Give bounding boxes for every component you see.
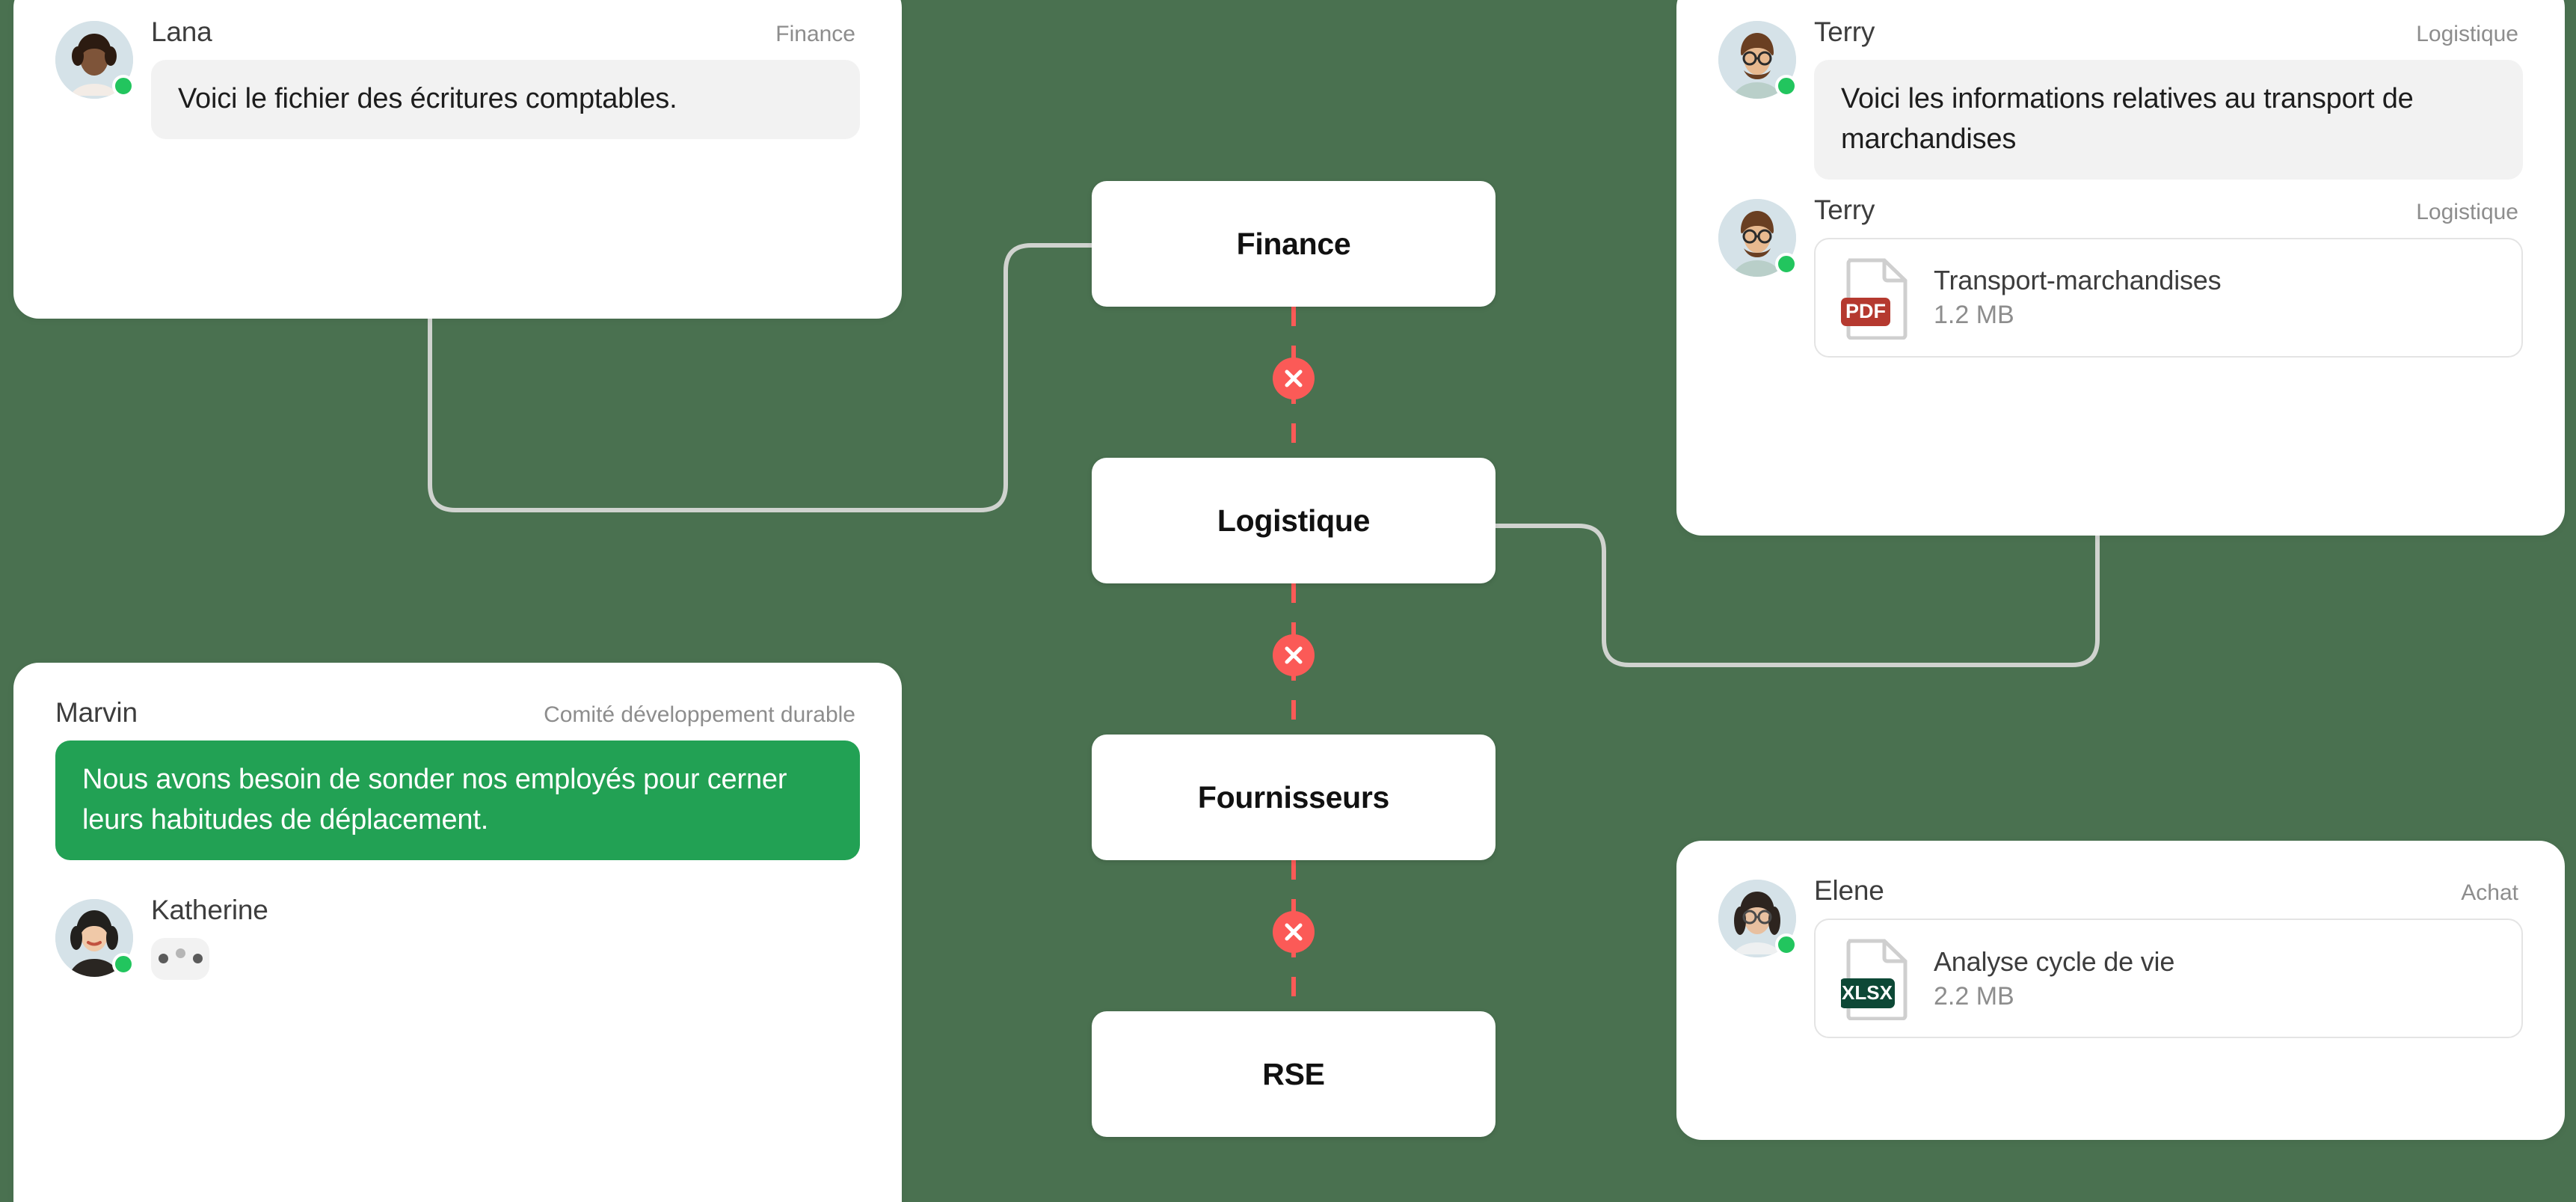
close-icon	[1285, 923, 1303, 941]
avatar-image-terry	[1718, 198, 1796, 277]
avatar[interactable]	[1718, 880, 1798, 957]
pdf-badge-label: PDF	[1845, 300, 1886, 322]
status-online-indicator	[112, 952, 135, 975]
link-error-badge[interactable]	[1273, 911, 1315, 953]
message-row: Terry Logistique PDF Transport-marchandi…	[1718, 194, 2523, 358]
close-icon	[1285, 646, 1303, 664]
message-header: Terry Logistique	[1814, 194, 2523, 226]
sender-name: Katherine	[151, 894, 268, 925]
sender-name: Elene	[1814, 875, 1884, 906]
file-attachment[interactable]: XLSX Analyse cycle de vie 2.2 MB	[1814, 919, 2523, 1038]
message-body: Marvin Comité développement durable Nous…	[55, 697, 860, 860]
message-row: Katherine	[55, 895, 860, 980]
message-header: Terry Logistique	[1814, 16, 2523, 48]
chat-card-terry[interactable]: Terry Logistique Voici les informations …	[1676, 0, 2565, 536]
status-online-indicator	[112, 75, 135, 97]
chat-card-marvin[interactable]: Marvin Comité développement durable Nous…	[13, 663, 902, 1202]
status-online-indicator	[1775, 75, 1798, 97]
avatar[interactable]	[1718, 21, 1798, 99]
status-online-indicator	[1775, 933, 1798, 956]
message-header: Lana Finance	[151, 16, 860, 48]
message-header: Katherine	[151, 895, 860, 926]
message-body: Terry Logistique PDF Transport-marchandi…	[1814, 194, 2523, 358]
message-body: Katherine	[151, 895, 860, 980]
file-name: Transport-marchandises	[1934, 265, 2222, 296]
sender-name: Terry	[1814, 16, 1875, 47]
connector-logistique-to-terry	[1496, 524, 2100, 667]
file-size: 1.2 MB	[1934, 301, 2014, 330]
chat-card-lana[interactable]: Lana Finance Voici le fichier des écritu…	[13, 0, 902, 319]
typing-dot	[192, 954, 203, 964]
sender-department: Logistique	[2416, 22, 2518, 46]
message-bubble[interactable]: Voici les informations relatives au tran…	[1814, 60, 2523, 180]
sender-name: Marvin	[55, 697, 138, 728]
sender-name: Terry	[1814, 194, 1875, 225]
avatar[interactable]	[55, 21, 135, 99]
sender-department: Comité développement durable	[544, 702, 855, 727]
flow-node-fournisseurs[interactable]: Fournisseurs	[1092, 735, 1496, 860]
flow-node-logistique[interactable]: Logistique	[1092, 458, 1496, 583]
avatar[interactable]	[55, 898, 135, 977]
typing-dot	[175, 948, 185, 959]
close-icon	[1285, 370, 1303, 387]
message-body: Lana Finance Voici le fichier des écritu…	[151, 16, 860, 139]
message-row: Elene Achat XLSX Analyse cycle de vie	[1718, 875, 2523, 1038]
message-row: Lana Finance Voici le fichier des écritu…	[55, 16, 860, 139]
message-bubble[interactable]: Voici le fichier des écritures comptable…	[151, 60, 860, 139]
flow-node-finance[interactable]: Finance	[1092, 181, 1496, 307]
message-row: Terry Logistique Voici les informations …	[1718, 16, 2523, 180]
flow-node-rse[interactable]: RSE	[1092, 1011, 1496, 1137]
message-header: Marvin Comité développement durable	[55, 697, 860, 729]
link-error-badge[interactable]	[1273, 634, 1315, 676]
message-body: Terry Logistique Voici les informations …	[1814, 16, 2523, 180]
message-row: Marvin Comité développement durable Nous…	[55, 697, 860, 860]
file-attachment[interactable]: PDF Transport-marchandises 1.2 MB	[1814, 237, 2523, 358]
avatar[interactable]	[1718, 198, 1798, 277]
message-header: Elene Achat	[1814, 875, 2523, 907]
file-meta: Transport-marchandises 1.2 MB	[1934, 265, 2222, 330]
file-meta: Analyse cycle de vie 2.2 MB	[1934, 946, 2174, 1011]
typing-indicator	[151, 937, 209, 980]
message-bubble[interactable]: Nous avons besoin de sonder nos employés…	[55, 740, 860, 860]
file-name: Analyse cycle de vie	[1934, 945, 2175, 977]
message-body: Elene Achat XLSX Analyse cycle de vie	[1814, 875, 2523, 1038]
avatar-image-terry	[1718, 21, 1796, 99]
chat-card-elene[interactable]: Elene Achat XLSX Analyse cycle de vie	[1676, 841, 2565, 1140]
typing-dot	[158, 954, 168, 964]
xlsx-file-icon: XLSX	[1839, 936, 1913, 1021]
file-size: 2.2 MB	[1934, 981, 2014, 1011]
sender-department: Finance	[775, 22, 855, 46]
link-error-badge[interactable]	[1273, 358, 1315, 399]
sender-department: Achat	[2461, 880, 2518, 905]
pdf-file-icon: PDF	[1841, 256, 1913, 340]
avatar-image-lana	[55, 21, 133, 99]
status-online-indicator	[1775, 252, 1798, 275]
xlsx-badge-label: XLSX	[1842, 981, 1893, 1004]
sender-name: Lana	[151, 16, 212, 47]
sender-department: Logistique	[2416, 199, 2518, 224]
